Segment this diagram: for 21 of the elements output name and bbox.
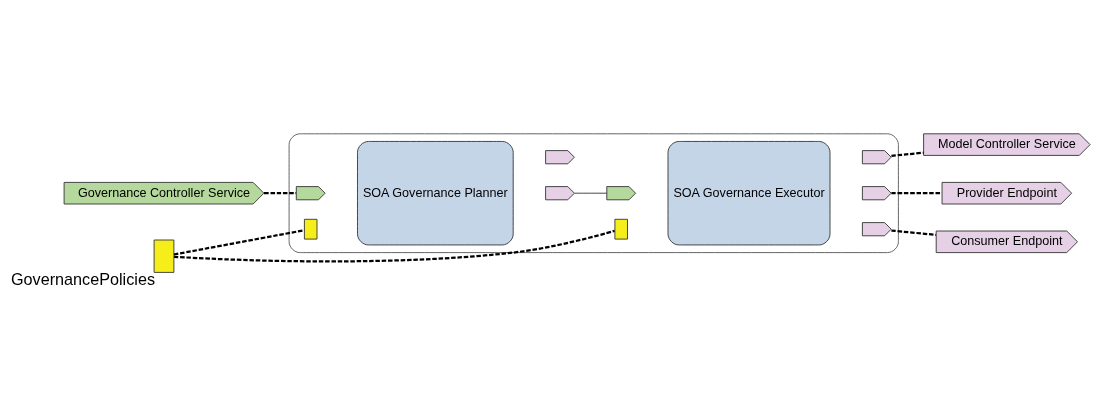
node-chevron: [545, 185, 575, 200]
node-chevron: [545, 149, 575, 164]
node-box: [153, 239, 175, 273]
node-box: [614, 218, 628, 240]
node-box: [303, 218, 318, 240]
node-chevron: [861, 185, 892, 200]
cluster: [288, 132, 899, 253]
connector: [174, 229, 615, 262]
connector: [891, 151, 924, 157]
connector: [891, 228, 937, 236]
connector: [574, 192, 607, 194]
node-box: SOA Governance Planner: [357, 140, 514, 245]
node-chevron: [861, 149, 892, 164]
connector: [173, 228, 305, 256]
connector: [263, 191, 297, 194]
node-chevron: [295, 185, 326, 200]
node-label: GovernancePolicies: [11, 269, 155, 288]
connector: [891, 191, 942, 194]
node-chevron: [861, 221, 892, 236]
node-chevron: [606, 185, 637, 200]
node-box: SOA Governance Executor: [667, 140, 831, 245]
